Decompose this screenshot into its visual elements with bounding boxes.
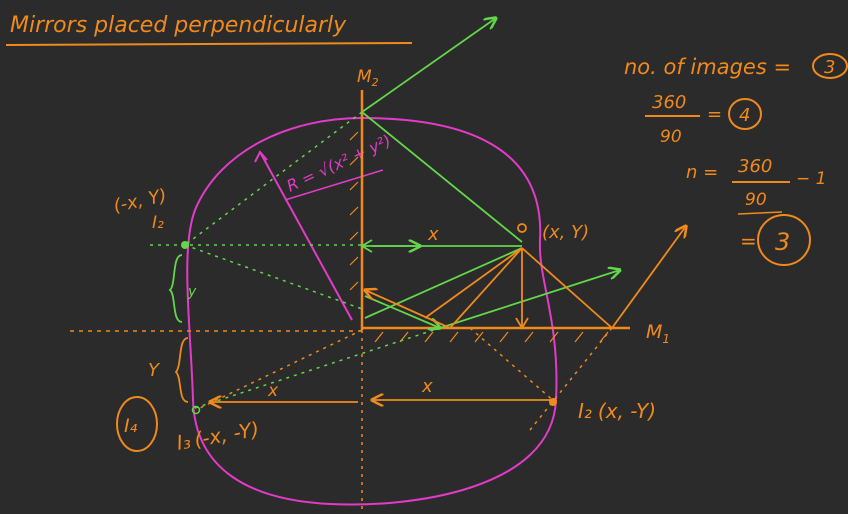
ray-reflected-up <box>361 18 496 113</box>
ray-object-to-m2 <box>361 111 523 243</box>
ray-virtual-i3-orange <box>199 329 363 409</box>
image-i3-label: I₃(-x, -Y) <box>175 417 261 455</box>
note-line2-den: 90 <box>660 127 682 147</box>
object-point <box>517 223 527 233</box>
note-line1-answer: 3 <box>824 57 835 78</box>
object-point-label: (x, Y) <box>542 222 589 243</box>
ray-virtual-i3 <box>194 327 441 409</box>
note-line3-den: 90 <box>745 190 767 210</box>
radius-formula: R = √(x² + y²) <box>284 131 394 196</box>
perpendicular-arrow-icon <box>515 317 529 330</box>
mirror-m1-hatching <box>374 331 609 343</box>
ray-virtual-to-i1 <box>184 111 363 246</box>
ray-virtual-i2b <box>529 327 613 431</box>
image-i4-circle <box>116 396 158 452</box>
note-line2-eq: = <box>707 104 722 125</box>
ray-orange-3 <box>424 247 523 319</box>
note-line3-prefix: n = <box>686 162 718 183</box>
note-line2-circle <box>728 98 762 130</box>
brace-y-bottom <box>174 337 189 403</box>
note-line2-answer: 4 <box>739 105 750 126</box>
note-line4-eq: = <box>740 229 757 253</box>
radius-line <box>259 151 353 321</box>
distance-x-bottom-right-label: x <box>421 376 433 397</box>
note-line3-underline <box>737 211 783 215</box>
image-i2-label: I₂(x, -Y) <box>578 399 656 423</box>
mirror-m2-label: M2 <box>357 67 379 89</box>
note-line3-num: 360 <box>738 156 772 177</box>
ray-orange-to-m2 <box>365 290 451 329</box>
ray-m1-reflect-out <box>439 270 620 329</box>
brace-y-top-label: y <box>187 284 197 300</box>
note-line4-answer: 3 <box>775 228 790 256</box>
image-i1-name: I₂ <box>152 213 164 233</box>
note-line3-minus: − 1 <box>796 169 826 189</box>
radius-underline <box>284 169 384 201</box>
distance-x-top-label: x <box>427 224 439 245</box>
distance-x-top-left-arrow-icon <box>360 239 373 253</box>
note-line2-num: 360 <box>652 92 686 113</box>
ray-orange-reflect-out <box>611 226 686 329</box>
ray-orange-2 <box>521 247 613 329</box>
image-circle <box>186 116 558 506</box>
note-line1-circle <box>812 53 848 79</box>
ray-virtual-i2 <box>469 327 556 403</box>
image-i4-tag: I₄ <box>124 415 138 437</box>
mirror-m1-label: M1 <box>646 321 670 346</box>
ray-virtual-i1-corner <box>184 244 366 311</box>
ray-orange-1 <box>449 247 523 329</box>
note-line1-text: no. of images = <box>624 55 791 79</box>
distance-x-bottom-left-label: x <box>267 381 279 401</box>
image-i3-point <box>191 405 201 415</box>
radius-arrow-icon <box>254 150 268 163</box>
image-i2-point <box>549 398 557 406</box>
mirror-m2-hatching <box>349 131 359 291</box>
notes-block: no. of images = 3 360 90 = 4 n = 360 90 … <box>624 53 848 266</box>
note-line4-circle <box>757 214 811 266</box>
ray-corner-reflect <box>364 295 440 328</box>
brace-y-top <box>168 254 183 323</box>
ray-object-to-corner <box>364 247 523 319</box>
brace-y-bottom-label: Y <box>148 360 161 381</box>
title: Mirrors placed perpendicularly <box>10 13 347 38</box>
image-i1-point <box>181 241 189 249</box>
title-underline <box>5 42 413 46</box>
